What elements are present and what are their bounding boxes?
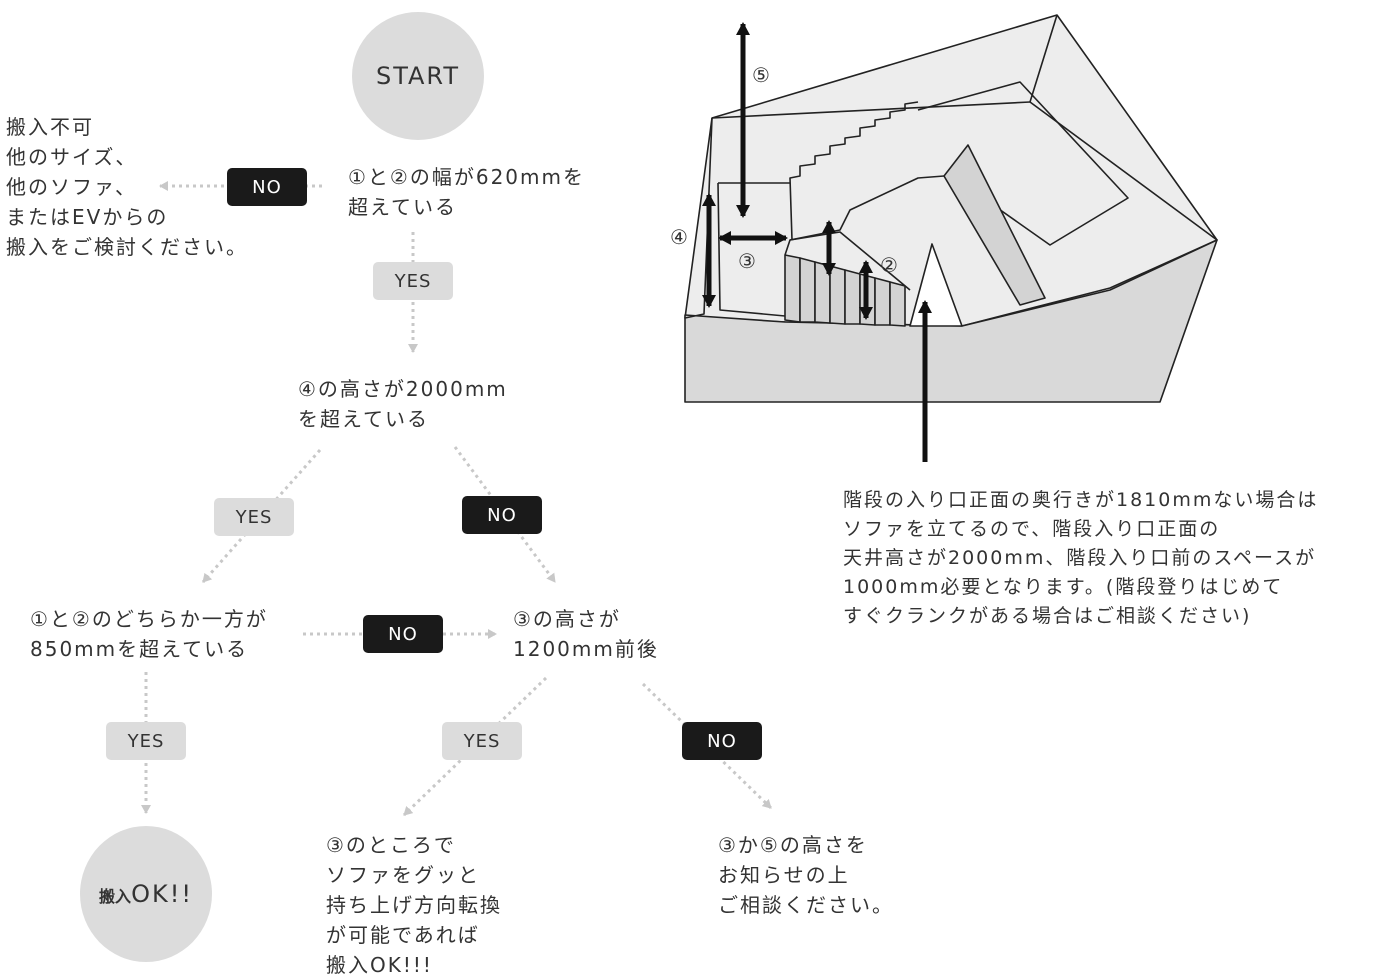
ok-label-small: 搬入: [99, 887, 132, 906]
yes-badge-q3: YES: [106, 722, 186, 760]
ok-node: 搬入 OK!!: [80, 826, 212, 962]
yes-badge-q1: YES: [373, 262, 453, 300]
result-not-possible: 搬入不可 他のサイズ、 他のソファ、 またはEVからの 搬入をご検討ください。: [6, 115, 248, 259]
no-badge-q1: NO: [227, 168, 307, 206]
question-height-2000: ④の高さが2000mm を超えている: [298, 377, 508, 431]
result-turn-sofa: ③のところで ソファをグッと 持ち上げ方向転換 が可能であれば 搬入OK!!!: [326, 833, 502, 977]
question-width-620: ①と②の幅が620mmを 超えている: [348, 165, 585, 219]
no-badge-q4: NO: [682, 722, 762, 760]
start-label: START: [375, 62, 461, 90]
no-badge-q3: NO: [363, 615, 443, 653]
label-3: ④: [670, 225, 688, 249]
label-2: ③: [738, 249, 756, 273]
connector-q2-yes: [201, 449, 322, 583]
start-node: START: [352, 12, 484, 140]
connector-q4-no: [641, 682, 773, 810]
result-consult: ③か⑤の高さを お知らせの上 ご相談ください。: [718, 833, 894, 917]
label-1: ②: [880, 253, 898, 277]
ok-label-big: OK!!: [131, 880, 193, 908]
yes-badge-q4: YES: [442, 722, 522, 760]
ok-text: 搬入 OK!!: [99, 880, 193, 908]
yes-badge-q2: YES: [214, 498, 294, 536]
staircase-illustration: [684, 14, 1218, 403]
entrance-note: 階段の入り口正面の奥行きが1810mmない場合は ソファを立てるので、階段入り口…: [843, 489, 1319, 627]
question-width-850: ①と②のどちらか一方が 850mmを超えている: [30, 607, 268, 661]
label-4: ⑤: [752, 63, 770, 87]
no-badge-q2: NO: [462, 496, 542, 534]
question-height-1200: ③の高さが 1200mm前後: [513, 607, 659, 661]
